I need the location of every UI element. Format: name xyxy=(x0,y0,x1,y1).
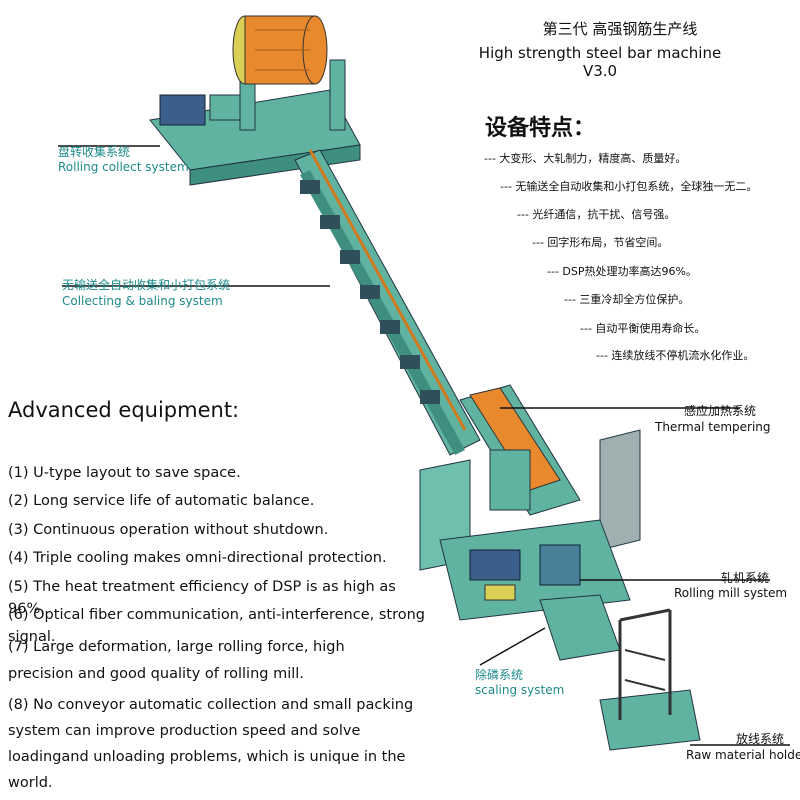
label-scaling-cn: 除磷系统 xyxy=(475,668,524,682)
scaling-machine xyxy=(539,594,621,661)
rolling-mill-machine xyxy=(439,519,631,621)
label-scaling-en: scaling system xyxy=(475,683,565,697)
label-raw-material-en: Raw material holder xyxy=(686,748,800,762)
advanced-item: (8) No conveyor automatic collection and… xyxy=(8,697,414,791)
leader-scaling xyxy=(479,627,546,666)
title-en: High strength steel bar machine V3.0 xyxy=(478,44,722,80)
advanced-heading: Advanced equipment: xyxy=(8,398,240,422)
advanced-item: (6) Optical fiber communication, anti-in… xyxy=(8,607,426,645)
rolling-collect-machine xyxy=(149,15,361,186)
label-thermal-en: Thermal tempering xyxy=(655,420,771,434)
feature-item: --- 连续放线不停机流水化作业。 xyxy=(596,349,755,362)
feature-item: --- 光纤通信，抗干扰、信号强。 xyxy=(517,208,676,221)
advanced-item: (7) Large deformation, large rolling for… xyxy=(8,639,345,682)
label-thermal-cn: 感应加热系统 xyxy=(684,404,757,418)
feature-item: --- 无输送全自动收集和小打包系统，全球独一无二。 xyxy=(500,180,758,193)
collecting-baling-machine xyxy=(294,149,481,456)
advanced-item: (5) The heat treatment efficiency of DSP… xyxy=(8,579,396,617)
control-cabinets xyxy=(419,429,641,571)
label-rolling-collect-cn: 盘转收集系统 xyxy=(58,145,131,159)
title-cn: 第三代 高强钢筋生产线 xyxy=(542,20,698,38)
label-collecting-baling-cn: 无输送全自动收集和小打包系统 xyxy=(62,278,231,292)
feature-item: --- 自动平衡使用寿命长。 xyxy=(580,322,706,335)
feature-item: --- DSP热处理功率高达96%。 xyxy=(547,265,697,278)
label-rolling-mill-cn: 轧机系统 xyxy=(721,571,770,585)
raw-material-holder xyxy=(599,608,701,751)
advanced-item: (2) Long service life of automatic balan… xyxy=(8,493,315,509)
feature-item: --- 回字形布局，节省空间。 xyxy=(532,236,669,249)
advanced-item: (1) U-type layout to save space. xyxy=(8,465,241,481)
label-rolling-mill-en: Rolling mill system xyxy=(674,586,788,600)
label-raw-material-cn: 放线系统 xyxy=(736,732,785,746)
thermal-tempering-machine xyxy=(459,384,581,516)
feature-item: --- 大变形、大轧制力，精度高、质量好。 xyxy=(484,152,687,165)
features-heading: 设备特点： xyxy=(485,116,596,141)
feature-item: --- 三重冷却全方位保护。 xyxy=(564,293,690,306)
advanced-item: (4) Triple cooling makes omni-directiona… xyxy=(8,550,387,566)
label-collecting-baling-en: Collecting & baling system xyxy=(62,294,223,308)
label-rolling-collect-en: Rolling collect system xyxy=(58,160,189,174)
advanced-item: (3) Continuous operation without shutdow… xyxy=(8,522,329,538)
